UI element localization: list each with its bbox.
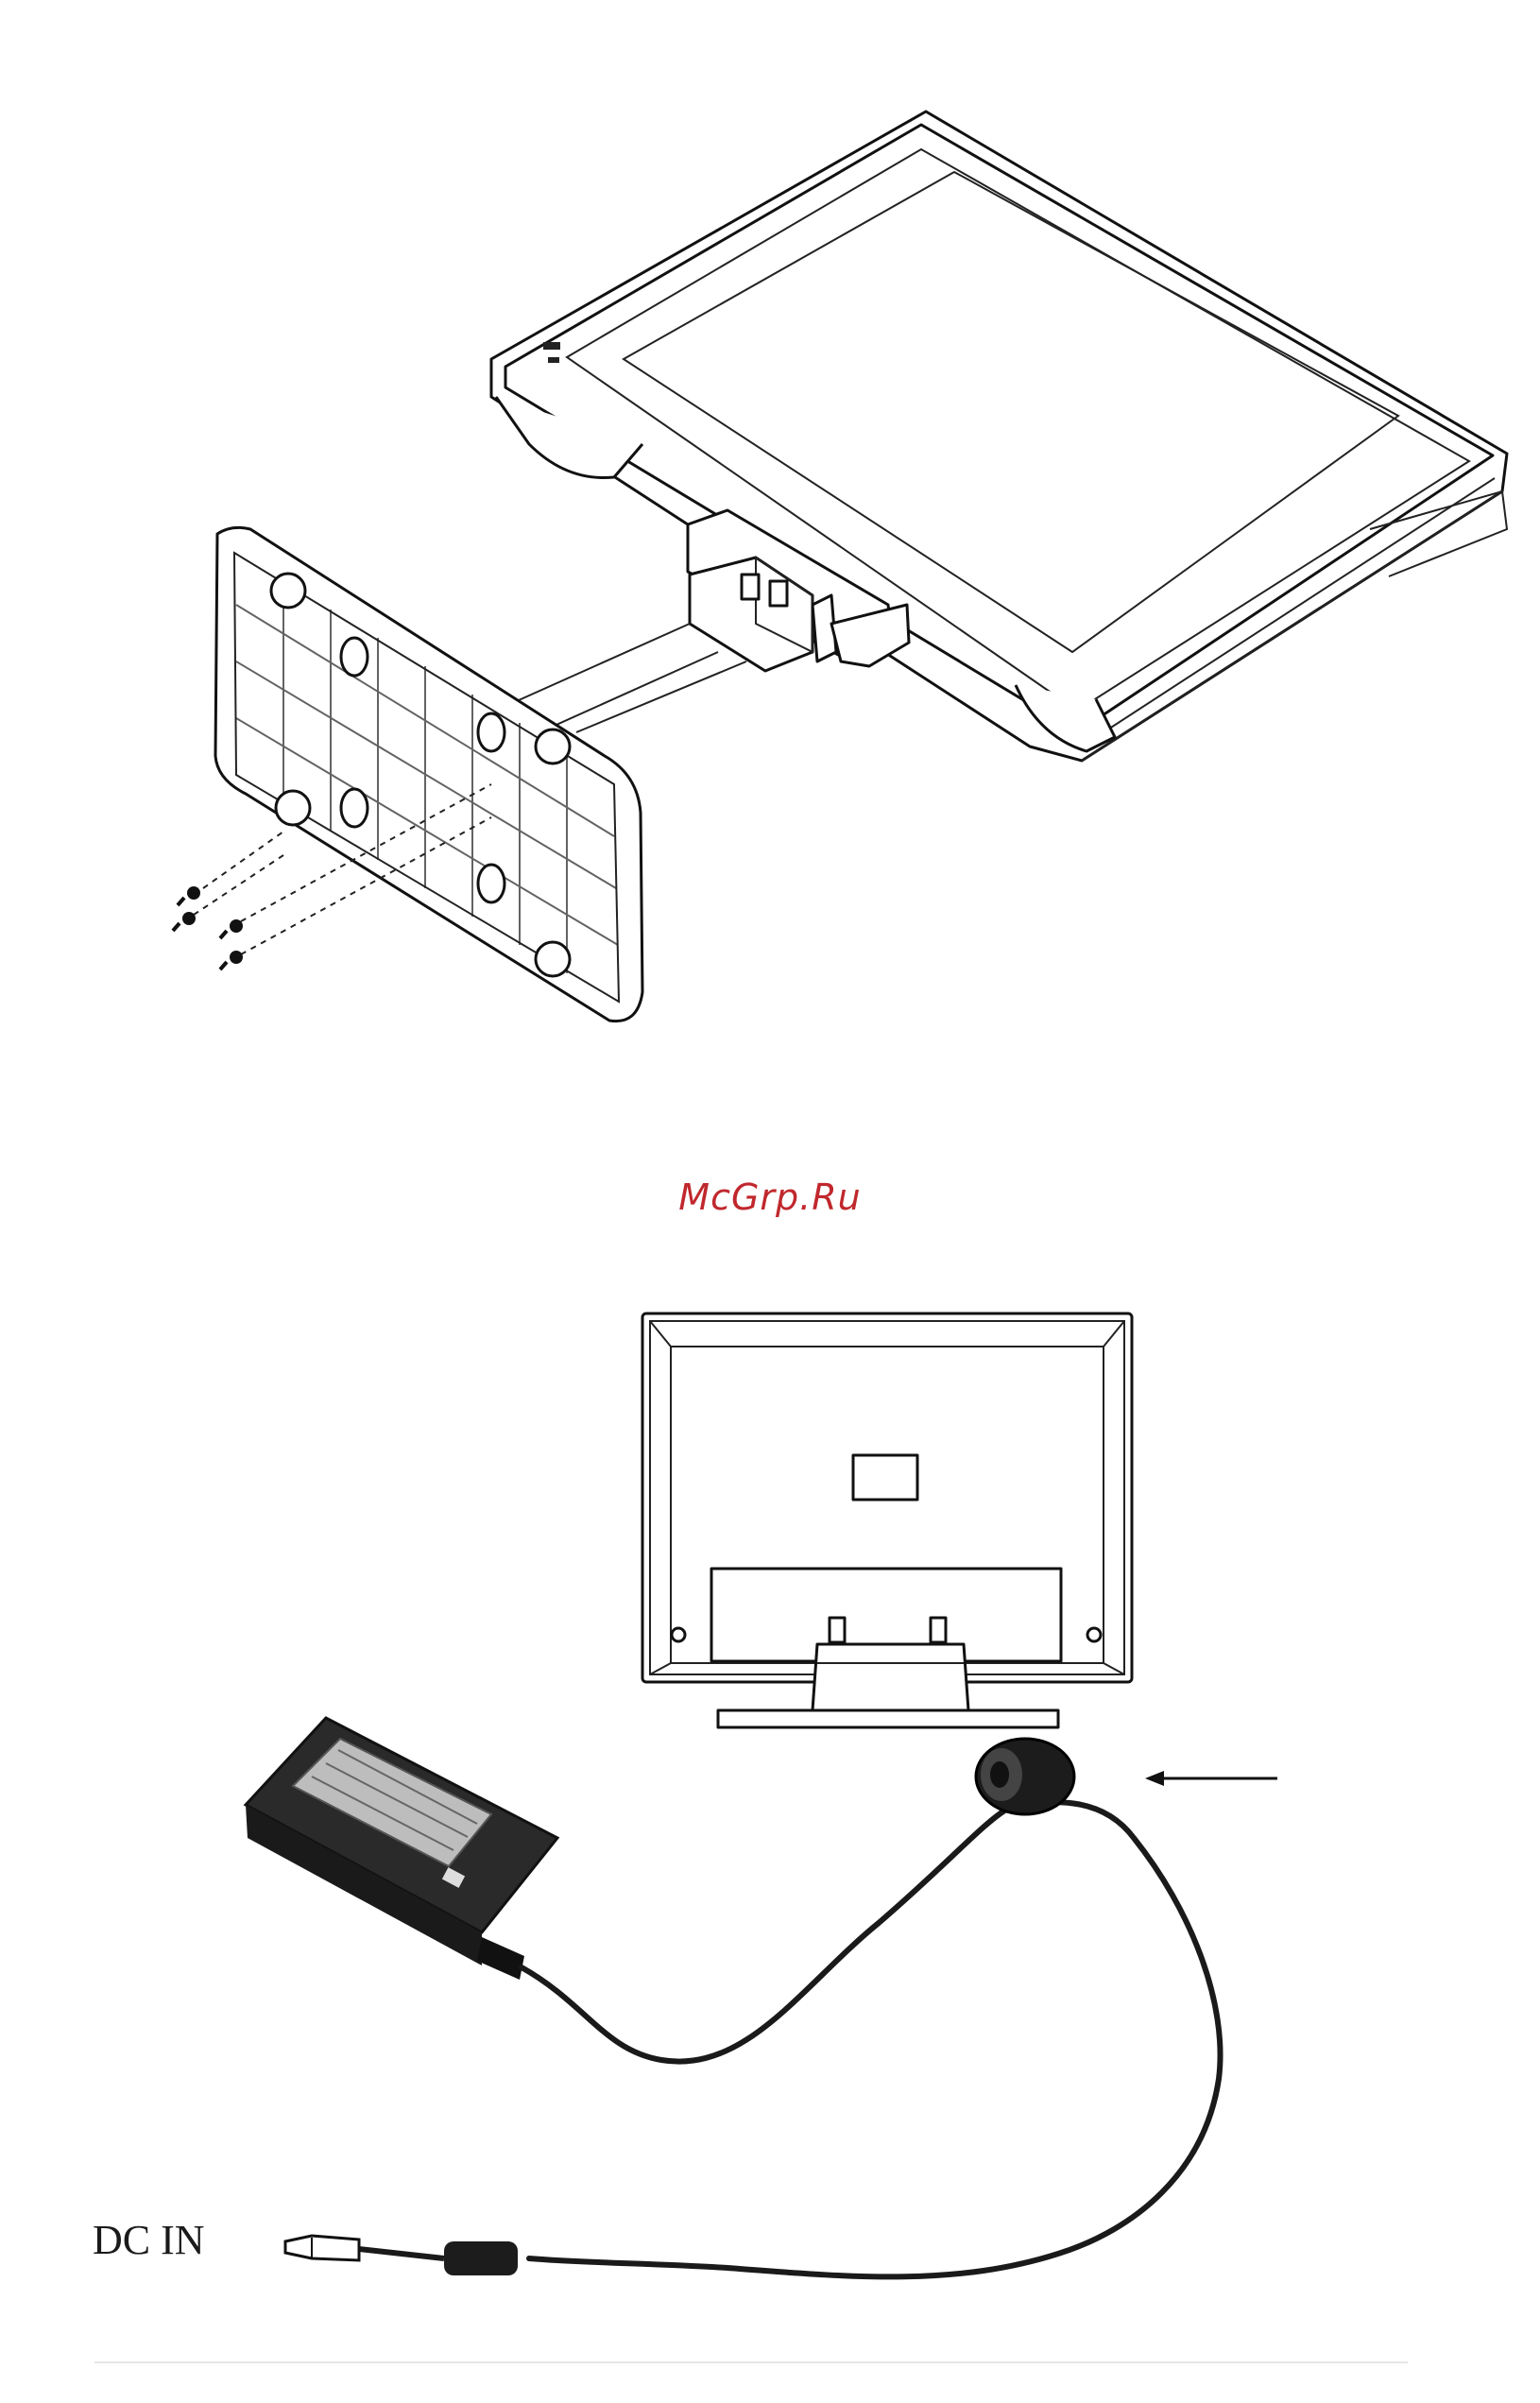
rear-label-plate: [853, 1455, 917, 1500]
screw-4: [220, 951, 243, 970]
rear-stand-neck: [813, 1644, 968, 1710]
monitor-rear-view: [642, 1313, 1132, 1727]
ferrite-core: [976, 1739, 1074, 1814]
dc-in-label: DC IN: [93, 2216, 205, 2264]
power-connection-figure: [246, 1313, 1277, 2276]
assembly-figure: [173, 112, 1507, 1021]
screw-1: [178, 886, 200, 905]
screw-2: [173, 912, 196, 931]
screw-3: [220, 919, 243, 938]
power-cable: [522, 1802, 1221, 2276]
stand-base-plate: [215, 527, 642, 1021]
monitor-panel: [491, 112, 1507, 761]
ac-adapter: [246, 1718, 557, 1980]
cable-ferrite-bead: [444, 2241, 518, 2275]
pointer-arrow: [1145, 1771, 1277, 1786]
watermark-text: McGrp.Ru: [0, 1176, 1540, 1218]
dc-plug: [285, 2236, 444, 2260]
rear-stand-foot: [718, 1710, 1058, 1727]
